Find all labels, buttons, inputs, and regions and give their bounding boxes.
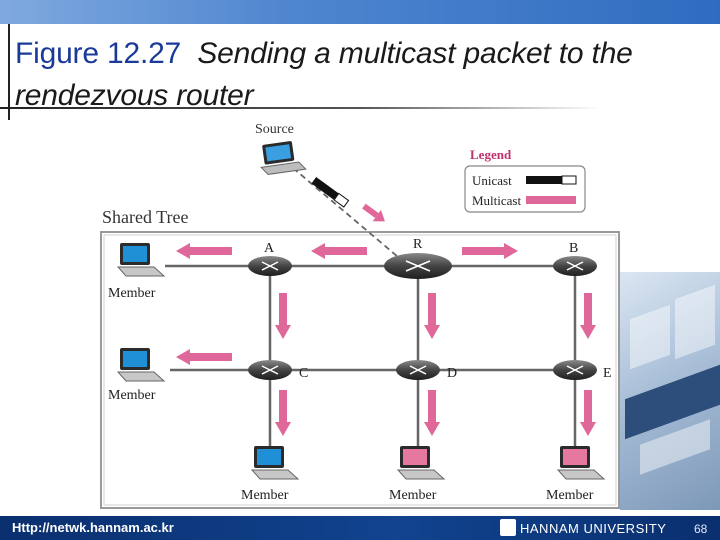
network-links bbox=[165, 167, 577, 460]
legend-multicast-swatch bbox=[526, 196, 576, 204]
multicast-arrow-to-r bbox=[362, 203, 385, 222]
member-laptop-icon-bottom-c bbox=[250, 446, 300, 480]
router-c bbox=[248, 360, 292, 380]
multicast-arrow-a-to-c bbox=[275, 293, 291, 339]
decorative-corner-image bbox=[620, 272, 720, 510]
router-label-c: C bbox=[299, 366, 308, 381]
unicast-arrow bbox=[311, 177, 350, 208]
top-banner bbox=[0, 0, 720, 24]
member-laptop-icon-bottom-d bbox=[396, 446, 446, 480]
multicast-arrow-e-to-member bbox=[580, 390, 596, 436]
router-label-r: R bbox=[413, 237, 423, 252]
router-label-e: E bbox=[603, 366, 612, 381]
member-label-bottom-c: Member bbox=[241, 488, 289, 503]
multicast-arrow-b-to-e bbox=[580, 293, 596, 339]
legend-multicast-label: Multicast bbox=[472, 193, 521, 208]
member-label-bottom-d: Member bbox=[389, 488, 437, 503]
shared-tree-label: Shared Tree bbox=[102, 207, 189, 227]
multicast-arrow-a-to-member bbox=[176, 243, 232, 259]
member-label-top-left: Member bbox=[108, 286, 156, 301]
member-laptop-icon-bottom-e bbox=[556, 446, 606, 480]
legend-unicast-swatch bbox=[526, 175, 577, 185]
multicast-arrow-d-to-member bbox=[424, 390, 440, 436]
router-d bbox=[396, 360, 440, 380]
member-label-bottom-e: Member bbox=[546, 488, 594, 503]
shared-tree-diagram: Legend Unicast Multicast Source Shared T… bbox=[100, 122, 620, 509]
source-laptop-icon bbox=[260, 141, 307, 175]
source-label: Source bbox=[255, 122, 294, 137]
footer-bar: Http://netwk.hannam.ac.kr HANNAM UNIVERS… bbox=[0, 516, 720, 540]
title-vertical-rule bbox=[8, 24, 10, 120]
router-label-d: D bbox=[447, 366, 457, 381]
university-logo-icon bbox=[500, 519, 516, 536]
multicast-arrow-c-to-member bbox=[275, 390, 291, 436]
title-underline bbox=[0, 107, 600, 109]
multicast-arrow-r-to-d bbox=[424, 293, 440, 339]
member-laptop-icon-mid-left bbox=[116, 348, 166, 382]
slide-title: Figure 12.27 Sending a multicast packet … bbox=[15, 33, 720, 117]
member-label-mid-left: Member bbox=[108, 388, 156, 403]
multicast-arrow-c-to-member bbox=[176, 349, 232, 365]
footer-university-name: HANNAM UNIVERSITY bbox=[520, 521, 667, 536]
router-b bbox=[553, 256, 597, 276]
member-laptop-icon-top-left bbox=[116, 243, 166, 277]
router-r bbox=[384, 253, 452, 279]
multicast-arrow-r-to-b bbox=[462, 243, 518, 259]
router-label-b: B bbox=[569, 241, 578, 256]
router-label-a: A bbox=[264, 241, 275, 256]
router-a bbox=[248, 256, 292, 276]
legend-title: Legend bbox=[470, 147, 512, 162]
multicast-arrow-r-to-a bbox=[311, 243, 367, 259]
figure-number: Figure 12.27 bbox=[15, 37, 182, 70]
legend: Legend Unicast Multicast bbox=[464, 147, 586, 213]
router-e bbox=[553, 360, 597, 380]
figure-caption: Sending a multicast packet to the rendez… bbox=[15, 37, 633, 112]
legend-unicast-label: Unicast bbox=[472, 173, 512, 188]
page-number: 68 bbox=[694, 522, 708, 536]
footer-url-link[interactable]: Http://netwk.hannam.ac.kr bbox=[12, 520, 174, 535]
